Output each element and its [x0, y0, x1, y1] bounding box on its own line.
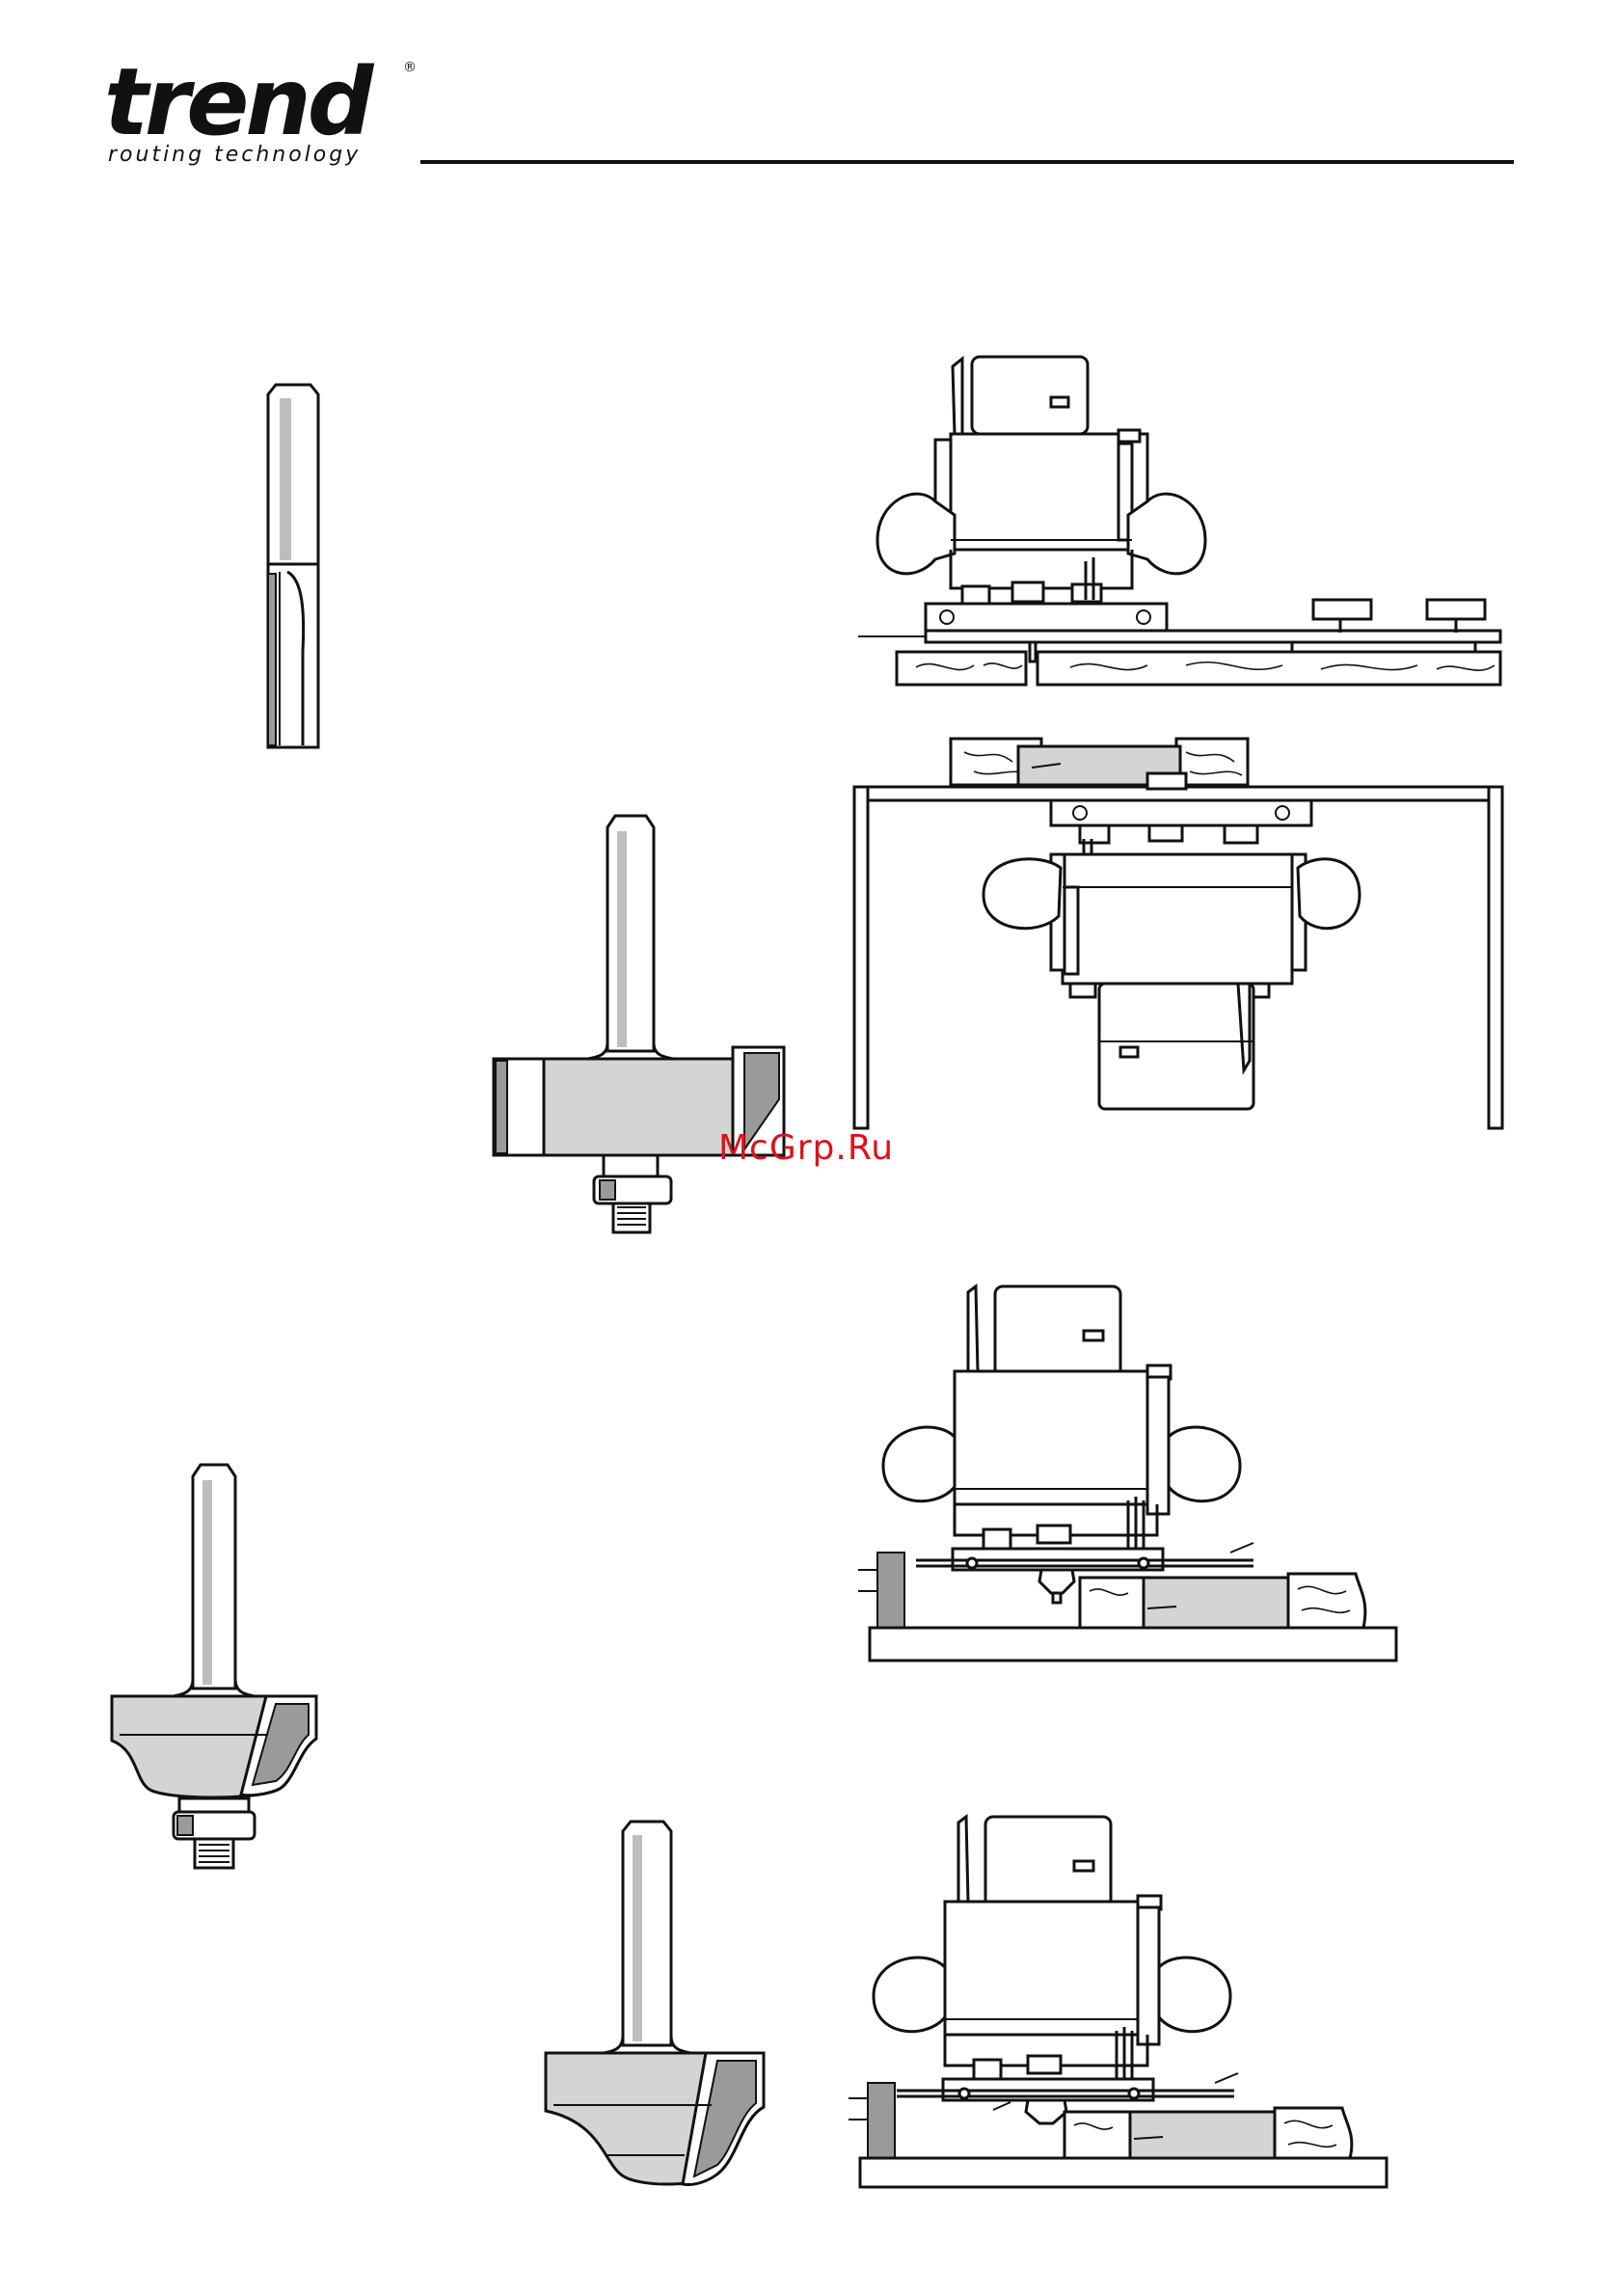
- logo-tagline: routing technology: [108, 143, 361, 167]
- straight-cutter-bit-icon: [260, 381, 328, 752]
- rebate-cutter-with-bearing-icon: [492, 810, 791, 1234]
- ovolo-cutter-icon: [540, 1818, 771, 2194]
- router-inverted-in-table-icon: [849, 733, 1504, 1138]
- ovolo-cutter-with-bearing-icon: [106, 1461, 328, 1904]
- logo-wordmark: trend: [104, 56, 369, 149]
- registered-mark: ®: [403, 60, 417, 75]
- router-bearing-guided-icon: [858, 1283, 1408, 1668]
- header-rule: [420, 160, 1514, 164]
- router-fence-guided-icon: [849, 1813, 1398, 2189]
- router-with-side-fence-icon: [858, 347, 1523, 694]
- trend-logo: trend ® routing technology: [104, 56, 422, 172]
- watermark: McGrp.Ru: [718, 1128, 894, 1168]
